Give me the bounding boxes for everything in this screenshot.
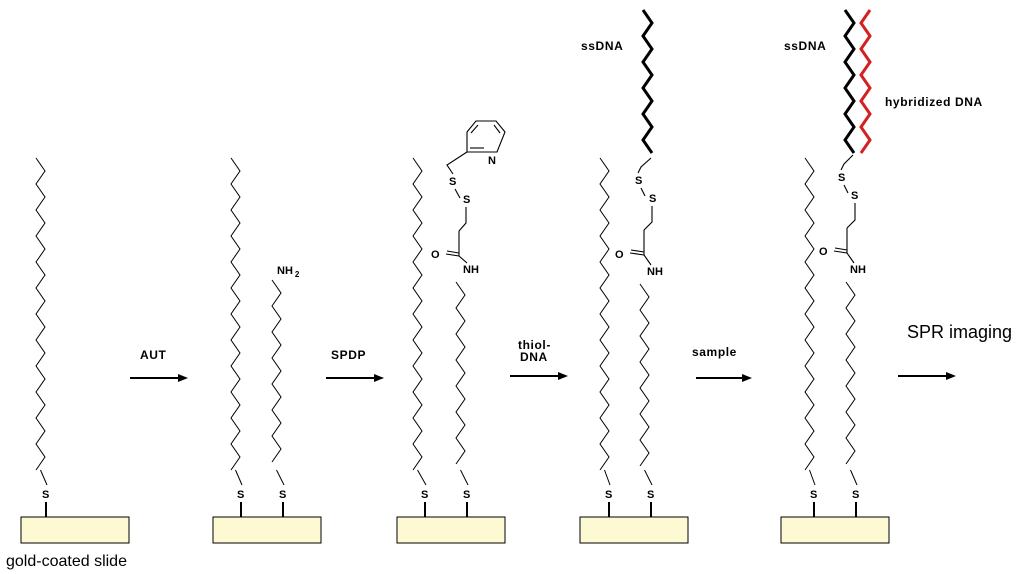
- alkyl-chain: [455, 281, 466, 465]
- alkyl-chain: [417, 469, 427, 486]
- arrow-head: [558, 372, 568, 380]
- sulfur-atom: S: [421, 489, 428, 501]
- alkyl-chain: [845, 281, 856, 465]
- disulfide-sulfur: S: [851, 190, 858, 202]
- reagent-spdp: SPDP: [331, 348, 366, 362]
- alkyl-chain: [460, 469, 469, 486]
- amide-linker-3: [445, 151, 468, 264]
- reagent-thiol-line1: thiol-: [518, 338, 551, 352]
- amide-nh: NH: [850, 264, 866, 276]
- carbonyl-oxygen: O: [615, 249, 624, 261]
- sulfur-atom: S: [605, 489, 612, 501]
- alkyl-chain: [809, 469, 816, 486]
- sulfur-atom: S: [647, 489, 654, 501]
- amide-nh: NH: [463, 264, 479, 276]
- alkyl-chain: [35, 157, 46, 471]
- alkyl-chain: [644, 469, 653, 486]
- alkyl-chain: [604, 469, 611, 486]
- alkyl-chain: [804, 157, 815, 471]
- disulfide-sulfur: S: [838, 172, 845, 184]
- ssdna-label-1: ssDNA: [581, 39, 623, 53]
- sulfur-atom: S: [810, 489, 817, 501]
- alkyl-chain: [230, 157, 241, 471]
- carbonyl-oxygen: O: [819, 246, 828, 258]
- gold-slide: [579, 516, 689, 544]
- alkyl-chain: [639, 283, 650, 467]
- arrow-head: [178, 374, 188, 382]
- arrow-head: [742, 374, 752, 382]
- reagent-sample: sample: [692, 345, 737, 359]
- ssdna-strand: [843, 9, 856, 154]
- alkyl-chain: [40, 469, 48, 486]
- alkyl-chain: [599, 157, 610, 471]
- alkyl-chain: [412, 157, 423, 471]
- arrow-head: [374, 374, 384, 382]
- disulfide-sulfur: S: [635, 175, 642, 187]
- sulfur-atom: S: [237, 489, 244, 501]
- disulfide-sulfur: S: [649, 193, 656, 205]
- ssdna-strand: [641, 9, 654, 154]
- disulfide-sulfur: S: [463, 194, 470, 206]
- amide-linker-5: [833, 154, 856, 264]
- hybridized-strand: [859, 9, 872, 154]
- alkyl-chain: [271, 279, 282, 463]
- alkyl-chain: [235, 469, 243, 486]
- reagent-spr-imaging: SPR imaging: [907, 322, 1012, 342]
- alkyl-chain: [276, 469, 285, 486]
- ssdna-label-2: ssDNA: [784, 39, 826, 53]
- hybridized-dna-label: hybridized DNA: [885, 95, 983, 109]
- reagent-aut: AUT: [140, 348, 167, 362]
- reagent-thiol-line2: DNA: [520, 350, 548, 364]
- gold-slide: [20, 516, 130, 544]
- amide-linker-4: [629, 157, 653, 266]
- sulfur-atom: S: [42, 489, 49, 501]
- slide-caption: gold-coated slide: [6, 553, 127, 570]
- sulfur-atom: S: [279, 489, 286, 501]
- sulfur-atom: S: [852, 489, 859, 501]
- gold-slide: [212, 516, 322, 544]
- carbonyl-oxygen: O: [431, 249, 440, 261]
- arrow-head: [946, 372, 956, 380]
- amide-nh: NH: [647, 266, 663, 278]
- alkyl-chain: [850, 469, 858, 486]
- gold-slide: [780, 516, 890, 544]
- pyridine-ring: [466, 120, 506, 153]
- sulfur-atom: S: [463, 489, 470, 501]
- pyridine-nitrogen: N: [488, 155, 496, 167]
- gold-slide: [396, 516, 506, 544]
- disulfide-sulfur: S: [449, 176, 456, 188]
